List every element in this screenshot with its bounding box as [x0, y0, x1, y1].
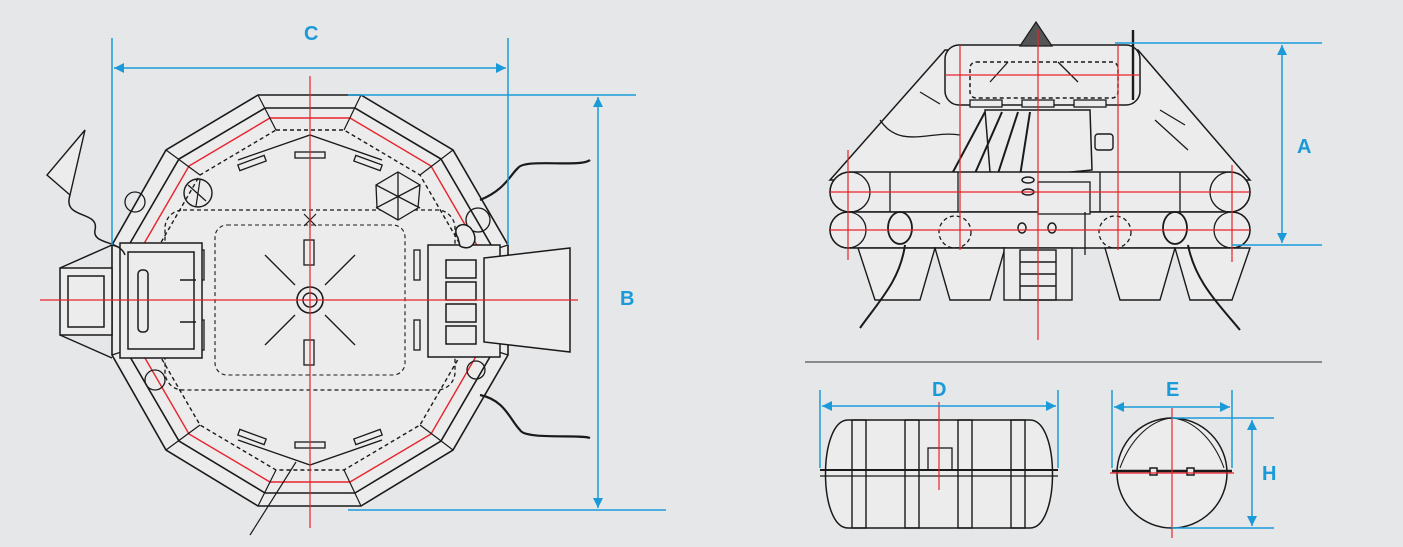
dimension-b — [348, 94, 666, 511]
dimension-c — [111, 38, 509, 245]
dimension-label-a: A — [1297, 136, 1311, 158]
dimension-e — [1111, 390, 1233, 468]
dimension-label-c: C — [304, 23, 318, 45]
container-straps — [851, 419, 1026, 529]
dimension-label-h: H — [1262, 463, 1276, 485]
dimension-label-d: D — [932, 379, 946, 401]
boarding-ramp-left — [59, 244, 113, 359]
dimension-h — [1172, 417, 1274, 529]
side-view — [828, 20, 1252, 331]
top-view-centerlines — [40, 76, 578, 528]
towline-top — [479, 159, 591, 202]
entrance-right — [427, 244, 571, 358]
dimension-d — [819, 390, 1059, 468]
towline-bottom — [479, 393, 591, 440]
dimension-label-b: B — [620, 288, 634, 310]
sea-anchor-icon — [375, 171, 421, 221]
ballast-pockets — [857, 247, 1251, 301]
drogue-icon — [46, 129, 86, 197]
dimension-label-e: E — [1166, 379, 1179, 401]
ballast-cross — [264, 254, 356, 346]
container-end-centerlines — [1110, 408, 1234, 538]
light-icon — [183, 178, 213, 208]
side-view-centerlines — [830, 30, 1250, 340]
rain-catcher-icon — [1018, 20, 1054, 47]
dimension-a — [1115, 42, 1322, 246]
leader-line — [249, 461, 297, 536]
